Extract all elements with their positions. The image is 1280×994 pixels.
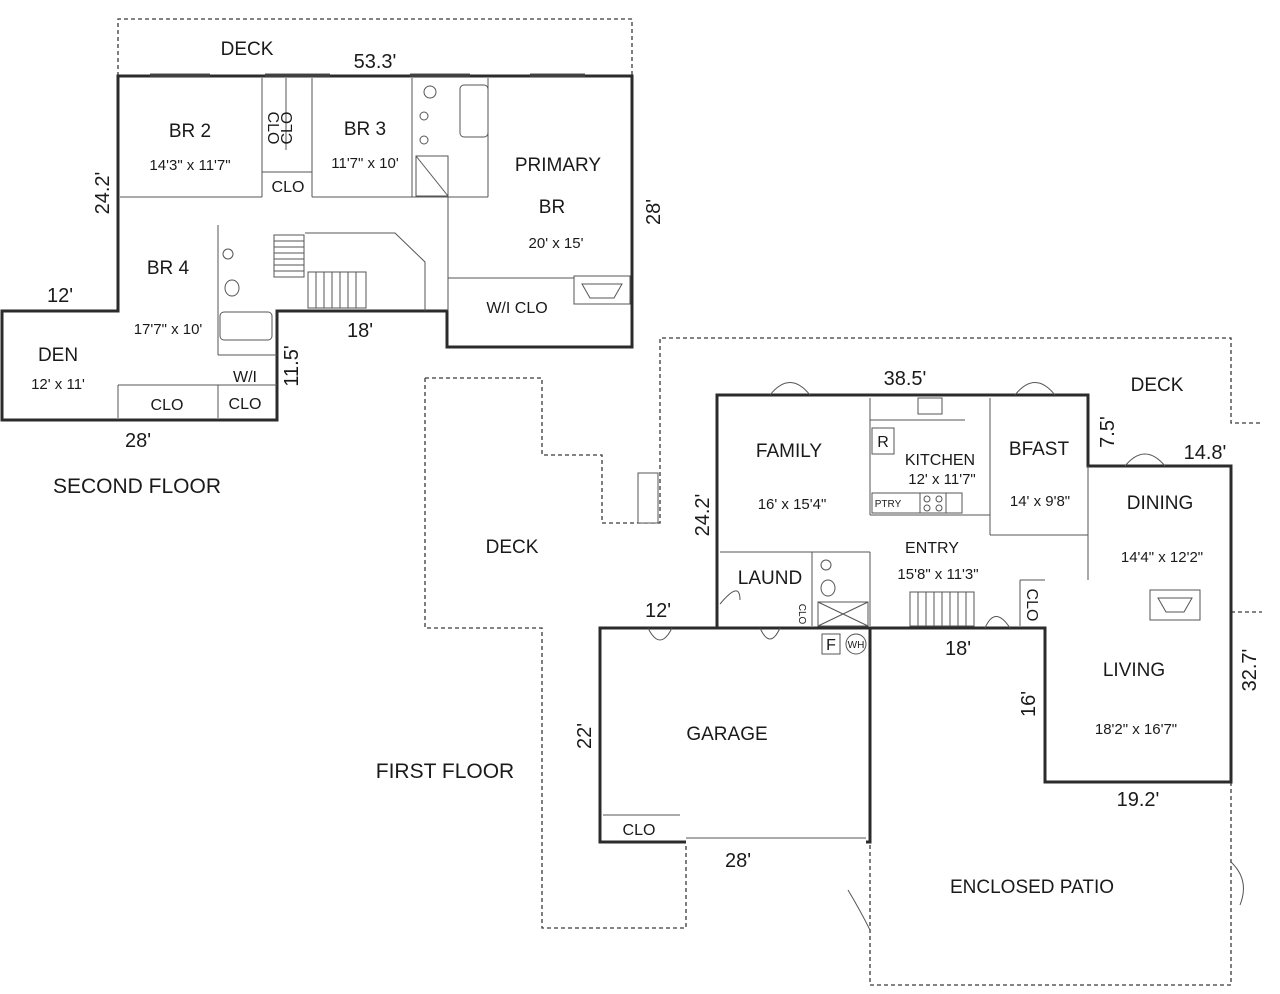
upper-deck-outline [117, 18, 633, 76]
first-floor-title: FIRST FLOOR [376, 760, 514, 783]
first-floor-left-dimension: 24.2' [692, 494, 714, 537]
entry-bottom-dimension: 18' [945, 638, 971, 660]
br3-name: BR 3 [344, 119, 386, 140]
furnace [821, 633, 841, 655]
second-floor-right-dimension: 28' [643, 199, 665, 225]
living-size: 18'2" x 16'7" [1095, 721, 1177, 738]
second-floor-left-dimension: 24.2' [92, 172, 114, 215]
living-fireplace [1149, 589, 1201, 621]
den-size: 12' x 11' [31, 376, 85, 393]
first-floor-fixtures [637, 397, 1201, 655]
second-floor-bottom-dimension: 28' [125, 430, 151, 452]
first-floor: 38.5' DECK 7.5' 14.8' FAMILY 16' x 15'4"… [376, 337, 1262, 986]
primary-toilet [423, 85, 437, 99]
left-deck-label: DECK [486, 537, 539, 558]
dining-top-dimension: 14.8' [1184, 442, 1227, 464]
refrigerator-label: R [877, 434, 889, 451]
br3-size: 11'7" x 10' [331, 155, 399, 172]
primary-name-1: PRIMARY [515, 155, 602, 176]
kitchen-size: 12' x 11'7" [908, 471, 976, 488]
range [919, 492, 947, 514]
stairs-upper [273, 234, 367, 309]
second-floor-title: SECOND FLOOR [53, 475, 221, 498]
deck-sliders [150, 73, 585, 77]
bfast-size: 14' x 9'8" [1010, 493, 1070, 510]
water-heater-label: WH [848, 640, 865, 651]
garage-left-dimension: 22' [574, 723, 596, 749]
entry-name: ENTRY [905, 540, 959, 557]
living-bottom-dimension: 19.2' [1117, 789, 1160, 811]
clo-hall-label: CLO [272, 179, 305, 196]
den-name: DEN [38, 345, 78, 366]
primary-bathtub [459, 84, 489, 138]
living-left-dimension: 16' [1018, 691, 1040, 717]
laund-toilet [820, 559, 832, 571]
br4-bathtub [219, 311, 273, 341]
second-floor-fixtures [219, 84, 631, 341]
br4-size: 17'7" x 10' [134, 321, 203, 338]
second-floor-interior-walls [117, 78, 630, 418]
dining-name: DINING [1127, 493, 1194, 514]
clo-vertical-2: CLO [279, 112, 296, 145]
refrigerator [871, 427, 895, 455]
garage-name: GARAGE [686, 724, 767, 745]
primary-name-2: BR [539, 197, 565, 218]
water-heater [845, 633, 867, 655]
primary-size: 20' x 15' [529, 235, 584, 252]
den-wi-label: W/I [233, 369, 257, 386]
kitchen-name: KITCHEN [905, 452, 975, 469]
den-top-dimension: 12' [47, 285, 73, 307]
den-clo-label: CLO [151, 397, 184, 414]
laund-clo-label: CLO [796, 604, 807, 625]
entry-size: 15'8" x 11'3" [897, 566, 978, 583]
garage-bottom-dimension: 28' [725, 850, 751, 872]
br4-bath-sink [222, 248, 234, 260]
second-floor-exterior-wall [0, 74, 634, 422]
pantry-label: PTRY [875, 499, 902, 510]
br4-name: BR 4 [147, 258, 190, 279]
clo-vertical-1: CLO [264, 112, 281, 145]
furnace-label: F [826, 637, 836, 654]
second-floor: DECK 53.3' BR 2 14'3" x 11'7" CLO CLO CL… [0, 18, 665, 498]
second-floor-top-dimension: 53.3' [354, 51, 397, 73]
entry-stairs [909, 591, 975, 627]
br4-bath-toilet [224, 279, 240, 297]
lower-deck-left-outline [425, 337, 1262, 524]
lower-deck-left-lower [424, 378, 687, 929]
patio-name: ENCLOSED PATIO [950, 877, 1114, 898]
den-right-dimension: 11.5' [281, 345, 303, 386]
deck-sink [637, 472, 659, 524]
garage-clo-label: CLO [623, 822, 656, 839]
right-deck-label: DECK [1131, 375, 1184, 396]
bfast-right-dimension: 7.5' [1097, 416, 1119, 448]
patio-outline [869, 628, 1232, 986]
mid-bottom-dimension: 18' [347, 320, 373, 342]
dining-size: 14'4" x 12'2" [1121, 549, 1203, 566]
family-size: 16' x 15'4" [758, 496, 827, 513]
entry-clo-label: CLO [1023, 589, 1040, 622]
kitchen-sink [917, 397, 943, 415]
upper-deck-label: DECK [221, 39, 274, 60]
first-floor-right-dimension: 32.7' [1239, 649, 1261, 692]
br2-name: BR 2 [169, 121, 211, 142]
first-floor-top-dimension: 38.5' [884, 368, 927, 390]
first-floor-interior-walls [603, 398, 1089, 816]
den-wi-clo-label: CLO [229, 396, 262, 413]
primary-wi-clo: W/I CLO [486, 300, 547, 317]
primary-fireplace [573, 275, 631, 305]
first-floor-doors [647, 382, 1244, 931]
laund-name: LAUND [738, 568, 802, 589]
br2-size: 14'3" x 11'7" [149, 157, 230, 174]
bfast-name: BFAST [1009, 439, 1070, 460]
laund-bottom-dimension: 12' [645, 600, 671, 622]
living-name: LIVING [1103, 660, 1165, 681]
family-name: FAMILY [756, 441, 822, 462]
